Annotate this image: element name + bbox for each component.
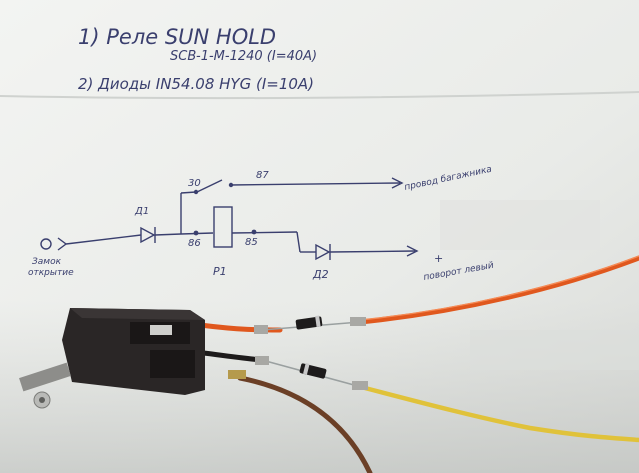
relay-mount-tab: [19, 362, 71, 392]
node-30: [193, 189, 199, 195]
wire-d2-out: [329, 250, 416, 253]
physical-diode-1-band: [315, 315, 321, 327]
relay-socket: [19, 308, 205, 409]
label-output-plus: +: [434, 252, 443, 265]
arrow-87: [391, 177, 404, 189]
crimp-2: [350, 317, 366, 326]
label-pin-87: 87: [256, 170, 269, 181]
crimp-5: [228, 370, 246, 379]
smudge-1: [440, 200, 600, 250]
wire-yellow: [362, 385, 639, 443]
paper-fold: [0, 91, 639, 100]
label-pin-86: 86: [188, 238, 201, 249]
wire-30-contact: [180, 191, 197, 194]
relay-body-top: [70, 308, 205, 320]
crimp-1: [254, 325, 268, 334]
crimp-3: [255, 356, 269, 365]
label-diode-d2: Д2: [312, 268, 329, 281]
physical-diodes: [228, 315, 368, 390]
input-terminal: [40, 238, 52, 250]
wire-down-d2: [296, 231, 301, 253]
wire-orange: [197, 255, 639, 333]
wire-d1-out: [154, 233, 182, 236]
relay-switch-contact: [196, 179, 223, 193]
label-input-2: открытие: [28, 268, 74, 278]
crimp-4: [352, 381, 368, 390]
physical-diode-2-band: [303, 363, 310, 375]
node-85: [251, 229, 257, 235]
label-pin-30: 30: [188, 178, 201, 189]
relay-coil: [213, 206, 233, 248]
schematic: [40, 177, 419, 261]
wire-from-85: [231, 231, 298, 234]
smudge-2: [470, 330, 639, 370]
wire-orange-highlight: [359, 255, 639, 321]
wire-brown: [237, 375, 373, 473]
relay-pin: [150, 325, 172, 335]
wire-input: [65, 234, 142, 245]
node-87: [228, 182, 234, 188]
note-line-1: 1) Реле SUN HOLD: [78, 25, 276, 49]
relay-slot-2: [150, 350, 195, 378]
schematic-dots: [193, 182, 257, 236]
arrow-d2: [406, 245, 419, 257]
label-input-1: Замок: [32, 257, 62, 267]
note-line-1b: SCB-1-M-1240 (I=40A): [170, 49, 317, 64]
label-diode-d1: Д1: [134, 206, 149, 217]
wire-87-out: [229, 182, 401, 186]
label-pin-85: 85: [245, 237, 258, 248]
node-86: [193, 230, 199, 236]
relay-mount-hole: [39, 397, 45, 403]
label-relay-p1: Р1: [213, 265, 227, 278]
note-line-2: 2) Диоды IN54.08 HYG (I=10A): [78, 75, 314, 93]
